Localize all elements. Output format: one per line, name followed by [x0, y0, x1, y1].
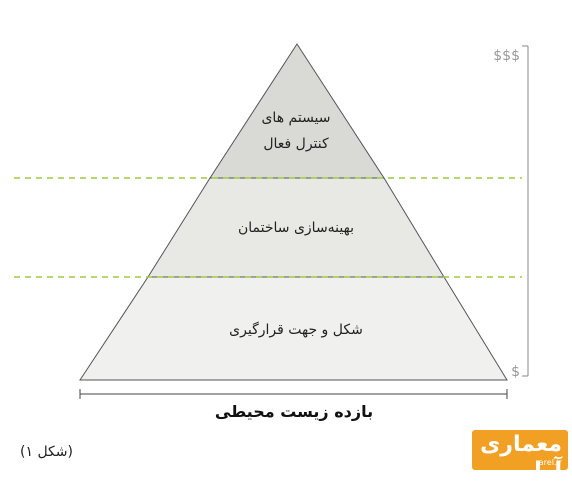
tier-top-label-line2: کنترل فعال — [263, 136, 329, 152]
axis-label: بازده زیست محیطی — [215, 402, 373, 421]
site-logo: معماری آرل arel.ir — [472, 430, 568, 483]
site-logo-text: معماری آرل — [480, 432, 562, 483]
site-logo-url: arel.ir — [538, 458, 562, 467]
cost-low-label: $ — [511, 364, 520, 380]
cost-high-label: $$$ — [493, 48, 520, 64]
figure-caption: (شکل ۱) — [20, 444, 73, 460]
tier-bottom-label: شکل و جهت قرارگیری — [229, 321, 363, 338]
tier-top-label-line1: سیستم های — [261, 110, 330, 126]
tier-middle-label: بهینه‌سازی ساختمان — [238, 220, 354, 236]
